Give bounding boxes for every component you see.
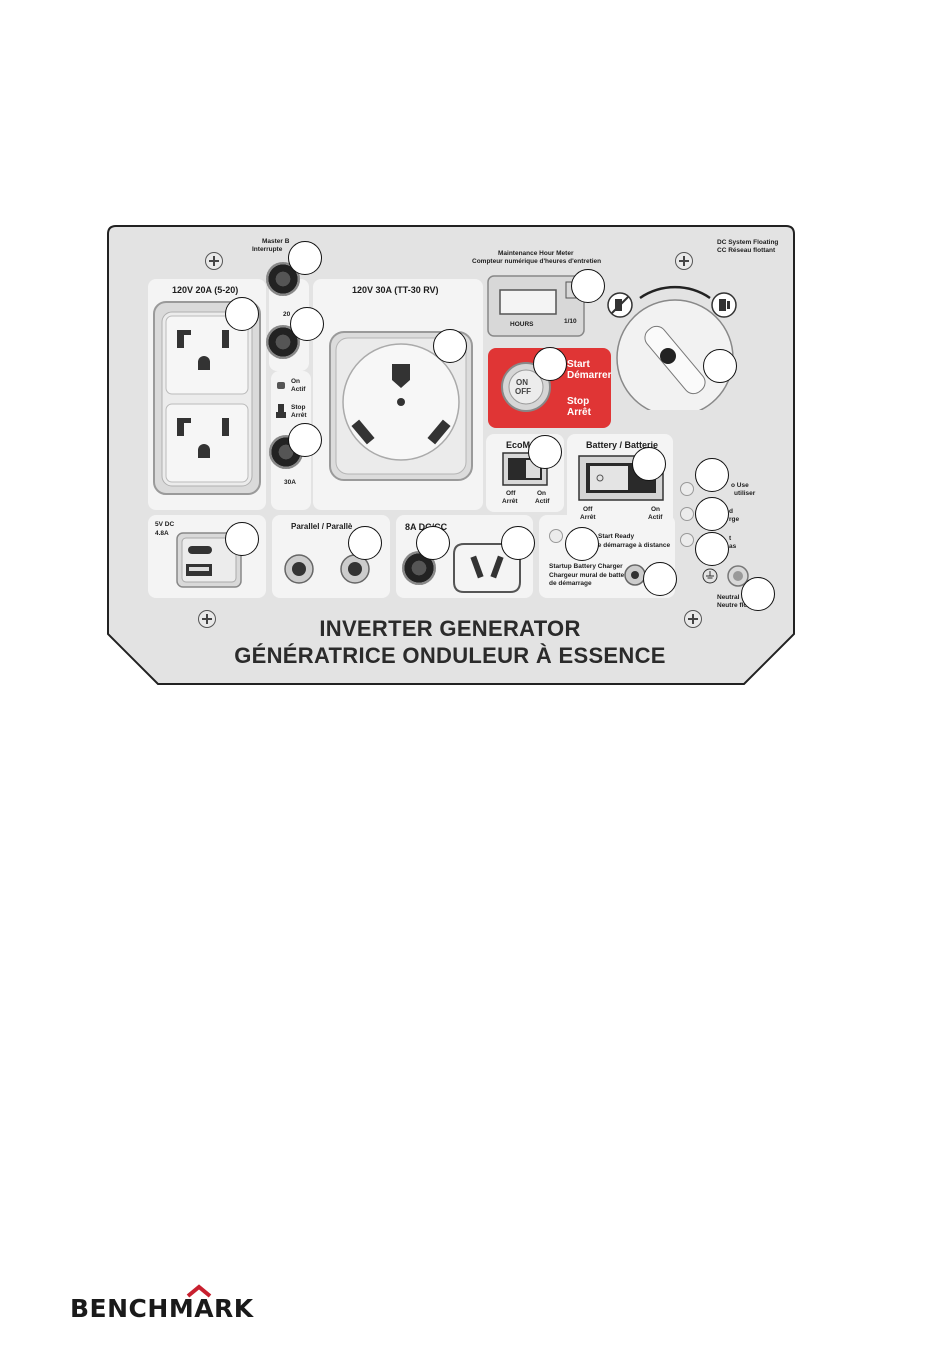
master-breaker-label-fr: Interrupte: [252, 246, 283, 253]
stop-button-label: Stop: [567, 396, 590, 407]
fuel-off-icon: [607, 292, 633, 318]
battery-label: Battery / Batterie: [586, 440, 659, 450]
charger-label: Startup Battery Charger: [549, 563, 623, 570]
title-french: GÉNÉRATRICE ONDULEUR À ESSENCE: [234, 643, 666, 668]
battery-on-label: On: [651, 506, 661, 513]
callout-hour-meter: [571, 269, 605, 303]
ready-led: [680, 482, 694, 496]
outlet-20a-duplex[interactable]: [152, 300, 262, 496]
charger-label-fr: Chargeur mural de batterie: [549, 572, 633, 579]
callout-fuel-knob: [703, 349, 737, 383]
ready-led-label-fr: utiliser: [734, 490, 756, 497]
parallel-label: Parallel / Parallè: [291, 522, 353, 531]
callout-start-ready: [565, 527, 599, 561]
callout-parallel: [348, 526, 382, 560]
charger-port[interactable]: [624, 564, 646, 586]
eco-off-label: Off: [506, 490, 516, 497]
screw-top-left: [205, 252, 223, 270]
dc-floating-label: DC System Floating: [717, 239, 779, 246]
benchmark-logo-mark: [186, 1284, 212, 1298]
benchmark-logo: BENCHMARK: [70, 1294, 254, 1323]
dc-floating-label-fr: CC Réseau flottant: [717, 247, 776, 254]
outlet-30a-tt30[interactable]: [328, 330, 474, 482]
stop-label: Stop: [291, 404, 306, 411]
screw-top-right: [675, 252, 693, 270]
ground-terminal[interactable]: [726, 564, 750, 588]
stop-label-fr: Arrêt: [291, 412, 307, 419]
on-off-off-label: OFF: [515, 387, 531, 396]
battery-off-label-fr: Arrêt: [580, 514, 596, 521]
title-english: INVERTER GENERATOR: [319, 616, 581, 641]
fuel-on-icon: [711, 292, 737, 318]
stop-icon: [276, 404, 286, 418]
master-breaker-label: Master B: [262, 238, 290, 245]
eco-on-label-fr: Actif: [535, 498, 550, 505]
usb-label-2: 4.8A: [155, 530, 169, 537]
hour-meter-title: Maintenance Hour Meter: [498, 250, 574, 257]
ready-led-label: o Use: [731, 482, 749, 489]
ground-icon: [702, 568, 718, 584]
eco-label: EcoM: [506, 440, 531, 450]
overload-led-label-fr: rge: [729, 516, 740, 523]
on-off-on-label: ON: [516, 378, 528, 387]
hour-meter: [487, 275, 585, 337]
callout-breaker-30a: [288, 423, 322, 457]
eco-off-label-fr: Arrêt: [502, 498, 518, 505]
start-label-fr: Démarrer: [567, 370, 612, 381]
hours-scale: 1/10: [564, 318, 577, 325]
callout-neutral: [741, 577, 775, 611]
outlet-30a-label: 120V 30A (TT-30 RV): [352, 285, 439, 295]
hours-label: HOURS: [510, 321, 534, 328]
start-ready-led: [549, 529, 563, 543]
screw-bottom-left: [198, 610, 216, 628]
hour-meter-title-fr: Compteur numérique d'heures d'entretien: [472, 258, 602, 265]
callout-charger-port: [643, 562, 677, 596]
callout-eco-switch: [528, 435, 562, 469]
usb-label: 5V DC: [155, 521, 175, 528]
charger-label-fr-2: de démarrage: [549, 580, 592, 587]
on-label: On: [291, 378, 301, 385]
callout-outlet-20a: [225, 297, 259, 331]
callout-dc-breaker: [416, 526, 450, 560]
stop-button-label-fr: Arrêt: [567, 407, 591, 418]
battery-switch[interactable]: [578, 455, 664, 501]
low-oil-led: [680, 533, 694, 547]
callout-outlet-30a: [433, 329, 467, 363]
callout-low-oil-led: [695, 532, 729, 566]
low-oil-led-label-fr: as: [729, 543, 737, 550]
start-label: Start: [567, 359, 590, 370]
breaker-30-label: 30A: [284, 479, 296, 486]
start-ready-label: Start Ready: [598, 533, 635, 540]
callout-on-off: [533, 347, 567, 381]
battery-off-label: Off: [583, 506, 593, 513]
low-oil-led-label: t: [729, 535, 732, 542]
callout-battery-switch: [632, 447, 666, 481]
overload-led-label: d: [729, 508, 733, 515]
breaker-20-label: 20: [283, 311, 291, 318]
fuel-knob[interactable]: [600, 280, 750, 410]
callout-usb: [225, 522, 259, 556]
neutral-label-fr: Neutre flo: [717, 602, 748, 609]
parallel-port-1[interactable]: [283, 553, 315, 585]
neutral-label: Neutral: [717, 594, 740, 601]
overload-led: [680, 507, 694, 521]
outlet-20a-label: 120V 20A (5-20): [172, 285, 239, 295]
on-label-fr: Actif: [291, 386, 306, 393]
callout-dc-outlet: [501, 526, 535, 560]
callout-overload-led: [695, 497, 729, 531]
callout-master-breaker: [288, 241, 322, 275]
parallel-port-2[interactable]: [339, 553, 371, 585]
on-icon: [277, 382, 285, 389]
callout-breaker-20a: [290, 307, 324, 341]
start-ready-label-fr: le démarrage à distance: [596, 542, 671, 549]
battery-on-label-fr: Actif: [648, 514, 663, 521]
usb-ports[interactable]: [176, 532, 242, 588]
callout-ready-led: [695, 458, 729, 492]
screw-bottom-right: [684, 610, 702, 628]
eco-on-label: On: [537, 490, 547, 497]
